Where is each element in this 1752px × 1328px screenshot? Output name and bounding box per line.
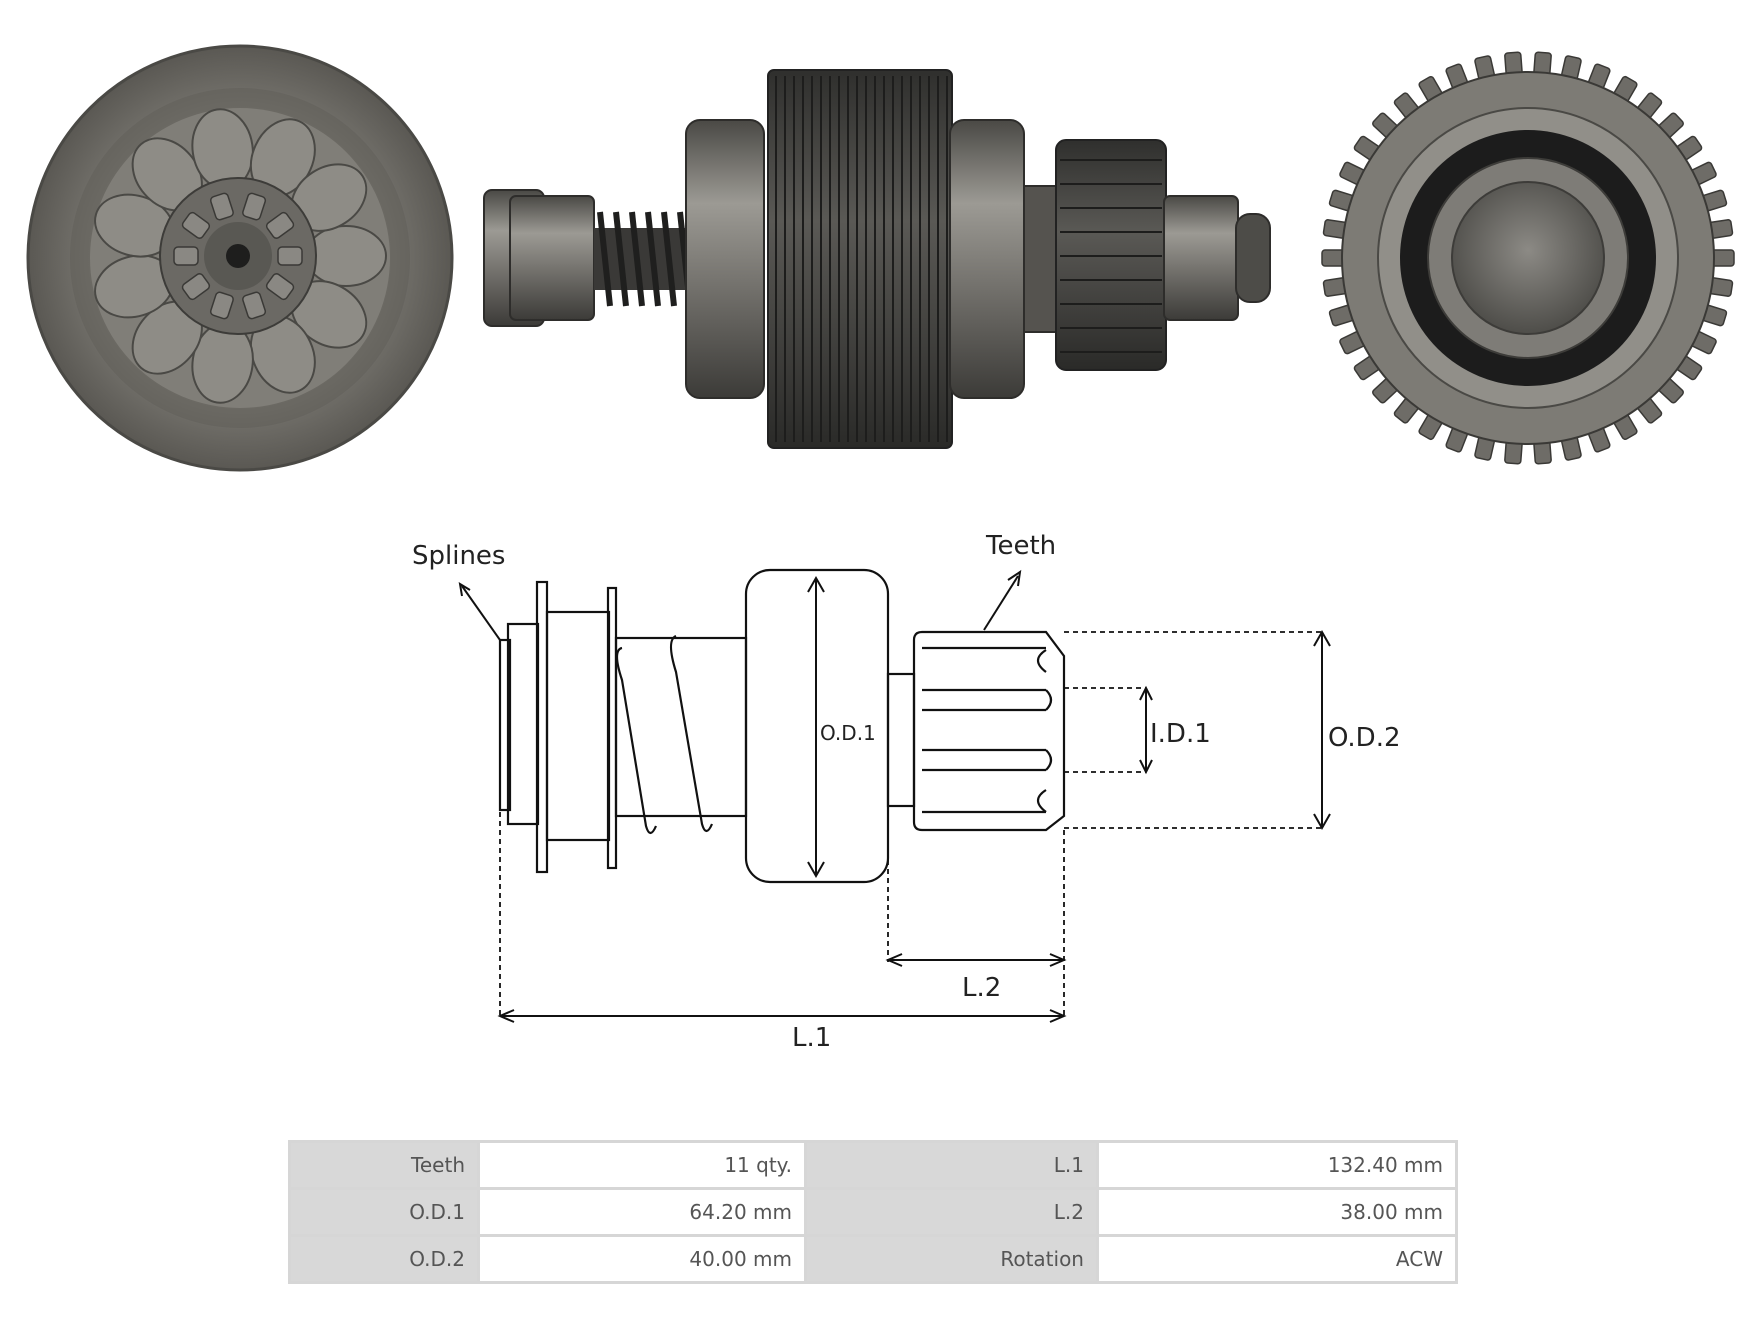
rear-view-photo [1321,51,1735,465]
spec-key: Rotation [807,1237,1096,1281]
od1-label: O.D.1 [820,721,876,745]
spline-end-outline [498,638,512,812]
spec-key: O.D.2 [291,1237,477,1281]
splines-label: Splines [412,541,505,571]
od2-label: O.D.2 [1328,723,1401,753]
front-view-photo [26,44,454,472]
l2-label: L.2 [962,973,1001,1003]
side-view-photo [483,69,1271,449]
spec-value: 132.40 mm [1099,1143,1455,1187]
spec-value: 64.20 mm [480,1190,804,1234]
spec-key: O.D.1 [291,1190,477,1234]
spec-key: L.2 [807,1190,1096,1234]
id1-label: I.D.1 [1150,719,1211,749]
spec-key: Teeth [291,1143,477,1187]
spec-value: 40.00 mm [480,1237,804,1281]
product-photos [26,44,1735,472]
spec-key: L.1 [807,1143,1096,1187]
pinion-outline [912,630,1066,832]
l1-label: L.1 [792,1023,831,1053]
spec-value: ACW [1099,1237,1455,1281]
spec-value: 38.00 mm [1099,1190,1455,1234]
spec-value: 11 qty. [480,1143,804,1187]
teeth-label: Teeth [985,531,1056,561]
